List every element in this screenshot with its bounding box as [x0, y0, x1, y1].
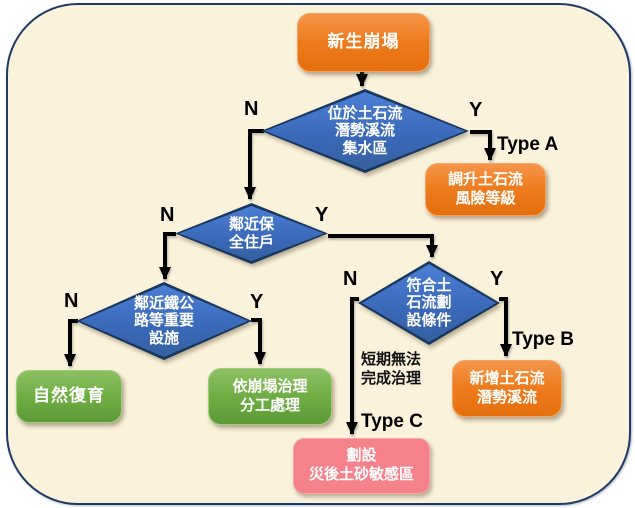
decision-label: 鄰近保 全住戶 [228, 216, 274, 251]
node-raise-risk-level: 調升土石流 風險等級 [425, 163, 546, 216]
decision-label: 位於土石流 潛勢溪流 集水區 [327, 105, 403, 157]
decision-debris-flow-catchment: 位於土石流 潛勢溪流 集水區 [261, 89, 469, 173]
node-natural-recovery: 自然復育 [16, 370, 122, 423]
decision-nearby-protected-households: 鄰近保 全住戶 [175, 203, 328, 264]
label-n-d2: N [160, 204, 175, 226]
label-y-d2: Y [315, 204, 329, 226]
label-n-d4: N [343, 268, 358, 290]
node-landslide-management: 依崩塌治理 分工處理 [208, 368, 332, 425]
label-y-d3: Y [250, 291, 264, 313]
decision-meets-designation-criteria: 符合土 石流劃 設條件 [358, 261, 500, 345]
label-y-d1: Y [469, 99, 483, 121]
label-n-d3: N [64, 290, 79, 312]
label-type-a: Type A [497, 134, 559, 155]
label-type-b: Type B [512, 329, 574, 350]
decision-label: 符合土 石流劃 設條件 [406, 277, 452, 329]
node-designate-sensitive-area: 劃設 災後土砂敏感區 [293, 438, 430, 494]
node-add-potential-stream: 新增土石流 潛勢溪流 [452, 360, 562, 417]
label-type-c: Type C [361, 411, 423, 432]
decision-label: 鄰近鐵公 路等重要 設施 [133, 295, 194, 347]
label-y-d4: Y [490, 268, 504, 290]
label-n-d1: N [244, 98, 259, 120]
start-node-new-landslide: 新生崩塌 [297, 13, 430, 72]
note-short-term: 短期無法 完成治理 [361, 351, 422, 388]
decision-nearby-infrastructure: 鄰近鐵公 路等重要 設施 [76, 282, 252, 360]
